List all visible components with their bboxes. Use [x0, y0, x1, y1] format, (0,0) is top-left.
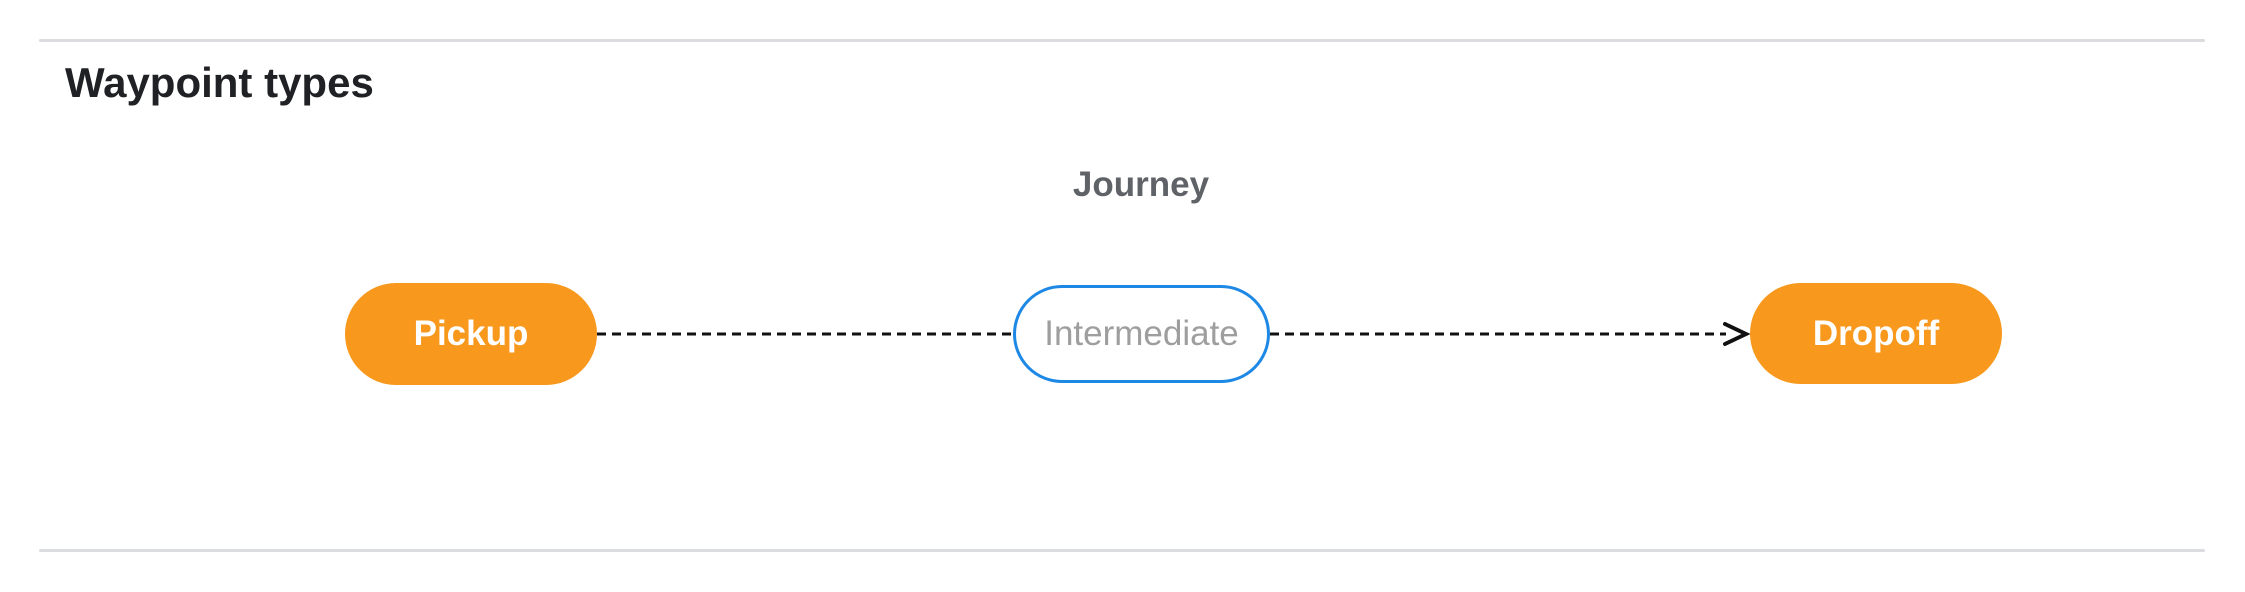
node-pickup-label: Pickup [413, 314, 529, 353]
node-dropoff: Dropoff [1750, 283, 2002, 384]
top-divider [39, 39, 2205, 42]
node-pickup: Pickup [345, 283, 597, 385]
section-title: Waypoint types [65, 59, 374, 106]
node-dropoff-label: Dropoff [1812, 313, 1940, 353]
diagram-title: Journey [1072, 165, 1210, 204]
bottom-divider [39, 549, 2205, 552]
node-intermediate: Intermediate [1013, 285, 1270, 383]
arrowhead-icon [1723, 322, 1751, 346]
node-intermediate-label: Intermediate [1044, 314, 1239, 353]
